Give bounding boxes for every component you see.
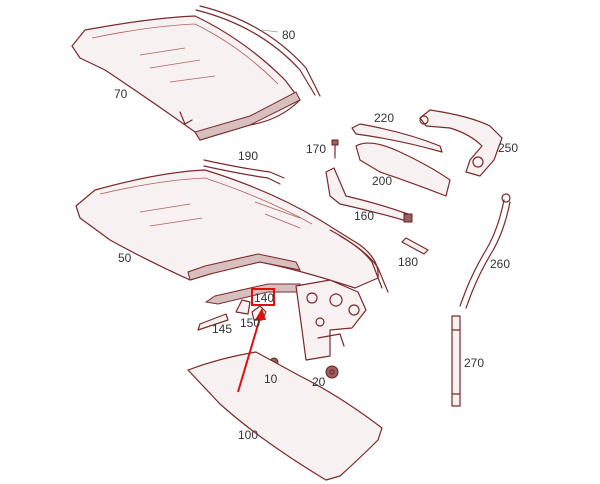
latch-mechanism: [295, 279, 367, 361]
callout-260: 260: [490, 257, 510, 271]
part-160-bracket: [325, 167, 413, 223]
part-190-hose: [203, 159, 285, 185]
callout-150: 150: [240, 316, 260, 330]
callout-50: 50: [118, 251, 132, 265]
callout-140-highlight-box: [251, 288, 275, 306]
part-100-trim-panel: [187, 351, 383, 481]
part-50-roof-panel: [75, 169, 389, 305]
part-150-stop: [235, 299, 251, 315]
callout-10: 10: [264, 372, 278, 386]
callout-145: 145: [212, 322, 232, 336]
part-220-trim: [351, 123, 443, 153]
callout-140: 140: [254, 291, 274, 305]
part-20-nut: [325, 365, 339, 379]
callout-100: 100: [238, 428, 258, 442]
callout-190: 190: [238, 149, 258, 163]
part-200-cover: [355, 142, 451, 197]
highlight-arrow: [237, 308, 266, 393]
part-270-rod: [451, 315, 461, 407]
callout-200: 200: [372, 174, 392, 188]
callout-270: 270: [464, 356, 484, 370]
part-80-seal-strip: [195, 5, 321, 97]
part-170-bolt: [331, 139, 339, 159]
callout-20: 20: [312, 375, 326, 389]
part-145-pin: [197, 313, 229, 331]
callout-170: 170: [306, 142, 326, 156]
part-250-arm: [419, 109, 503, 177]
callout-80: 80: [282, 28, 296, 42]
callout-180: 180: [398, 255, 418, 269]
callout-160: 160: [354, 209, 374, 223]
callout-220: 220: [374, 111, 394, 125]
part-180-pin: [401, 237, 429, 255]
part-70-roof-panel: [71, 15, 301, 141]
callout-250: 250: [498, 141, 518, 155]
callout-70: 70: [114, 87, 128, 101]
part-260-hose: [459, 193, 511, 309]
